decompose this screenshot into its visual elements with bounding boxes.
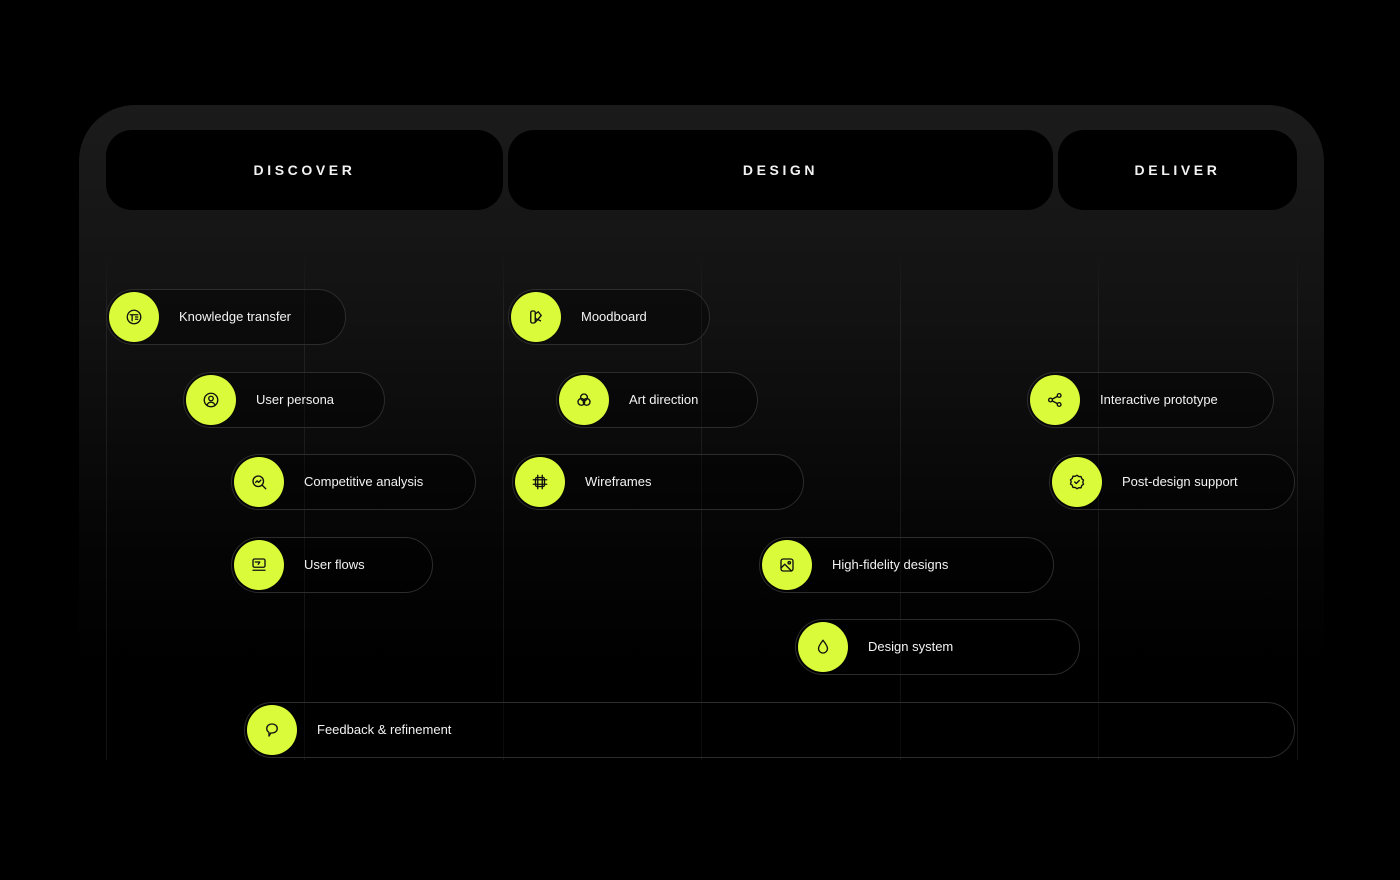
task-label: Design system: [868, 639, 954, 654]
task-label: User persona: [256, 392, 335, 407]
task-label: High-fidelity designs: [832, 557, 949, 572]
task-wireframes: Wireframes: [512, 454, 804, 510]
task-user-persona: User persona: [183, 372, 385, 428]
phase-title-discover: DISCOVER: [253, 162, 356, 178]
drop-icon: [798, 622, 848, 672]
verified-badge-icon: [1052, 457, 1102, 507]
chat-bubble-icon: [247, 705, 297, 755]
task-label: Wireframes: [585, 474, 652, 489]
task-label: User flows: [304, 557, 365, 572]
task-art-direction: Art direction: [556, 372, 758, 428]
task-user-flows: User flows: [231, 537, 433, 593]
grid-line: [900, 255, 901, 760]
process-board: [79, 105, 1324, 805]
phase-header-design: DESIGN: [508, 130, 1053, 210]
phase-title-deliver: DELIVER: [1134, 162, 1221, 178]
chart-magnifier-icon: [234, 457, 284, 507]
task-label: Knowledge transfer: [179, 309, 292, 324]
task-post-design-support: Post-design support: [1049, 454, 1295, 510]
grid-line: [1297, 255, 1298, 760]
phase-header-deliver: DELIVER: [1058, 130, 1297, 210]
share-nodes-icon: [1030, 375, 1080, 425]
task-label: Feedback & refinement: [317, 722, 452, 737]
grid-line: [503, 255, 504, 760]
frame-icon: [515, 457, 565, 507]
image-icon: [762, 540, 812, 590]
task-label: Moodboard: [581, 309, 647, 324]
flow-screen-icon: [234, 540, 284, 590]
task-label: Competitive analysis: [304, 474, 424, 489]
task-label: Post-design support: [1122, 474, 1238, 489]
grid-line: [1098, 255, 1099, 760]
task-label: Art direction: [629, 392, 699, 407]
book-icon: [109, 292, 159, 342]
grid-line: [304, 255, 305, 760]
user-circle-icon: [186, 375, 236, 425]
task-design-system: Design system: [795, 619, 1080, 675]
phase-title-design: DESIGN: [742, 162, 819, 178]
phase-header-discover: DISCOVER: [106, 130, 503, 210]
color-circles-icon: [559, 375, 609, 425]
swatch-icon: [511, 292, 561, 342]
task-interactive-prototype: Interactive prototype: [1027, 372, 1274, 428]
grid-line: [701, 255, 702, 760]
task-label: Interactive prototype: [1100, 392, 1218, 407]
task-feedback-refinement: Feedback & refinement: [244, 702, 1295, 758]
task-competitive-analysis: Competitive analysis: [231, 454, 476, 510]
task-knowledge-transfer: Knowledge transfer: [106, 289, 346, 345]
grid-line: [106, 255, 107, 760]
task-high-fidelity-designs: High-fidelity designs: [759, 537, 1054, 593]
task-moodboard: Moodboard: [508, 289, 710, 345]
